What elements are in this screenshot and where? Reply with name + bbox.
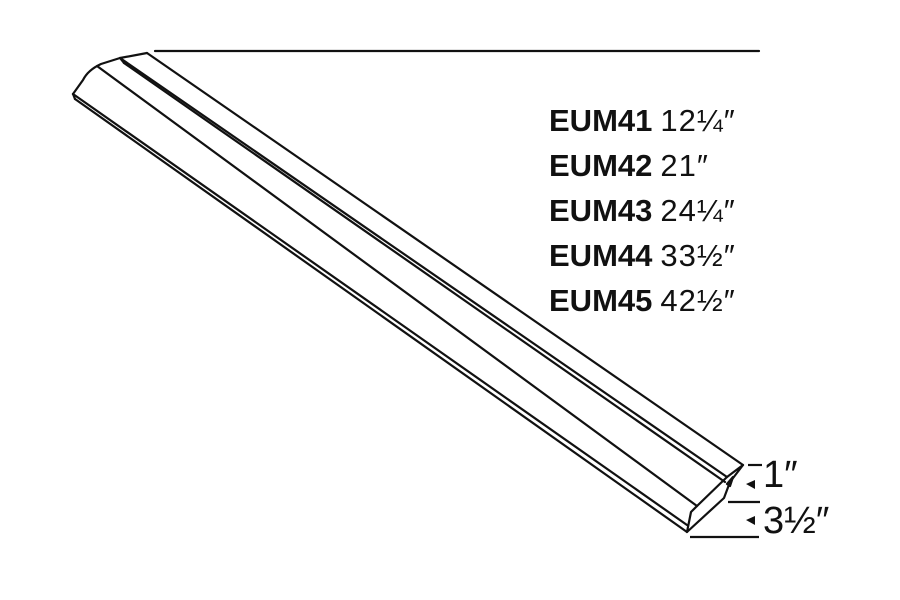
model-code: EUM43 [549, 193, 653, 228]
ridge-line-b [122, 61, 727, 484]
face-line [95, 64, 699, 508]
dim-arrow-1-icon [746, 480, 755, 489]
bottom-edge-a [71, 92, 689, 527]
height-dimension-label: 1″ [763, 454, 798, 496]
model-code: EUM45 [549, 283, 653, 318]
width-dimension-label: 3½″ [763, 500, 830, 542]
bottom-edge-b [73, 97, 689, 534]
model-length: 24¼″ [660, 193, 736, 228]
model-length: 12¼″ [660, 103, 736, 138]
model-length: 21″ [660, 148, 709, 183]
top-edge [145, 51, 745, 467]
model-length: 33½″ [660, 238, 736, 273]
dim-arrow-2-icon [746, 516, 755, 525]
model-code: EUM44 [549, 238, 653, 273]
model-code: EUM42 [549, 148, 653, 183]
left-end-cap [71, 51, 149, 96]
model-length: 42½″ [660, 283, 736, 318]
model-code: EUM41 [549, 103, 653, 138]
ridge-line-a [118, 56, 729, 479]
